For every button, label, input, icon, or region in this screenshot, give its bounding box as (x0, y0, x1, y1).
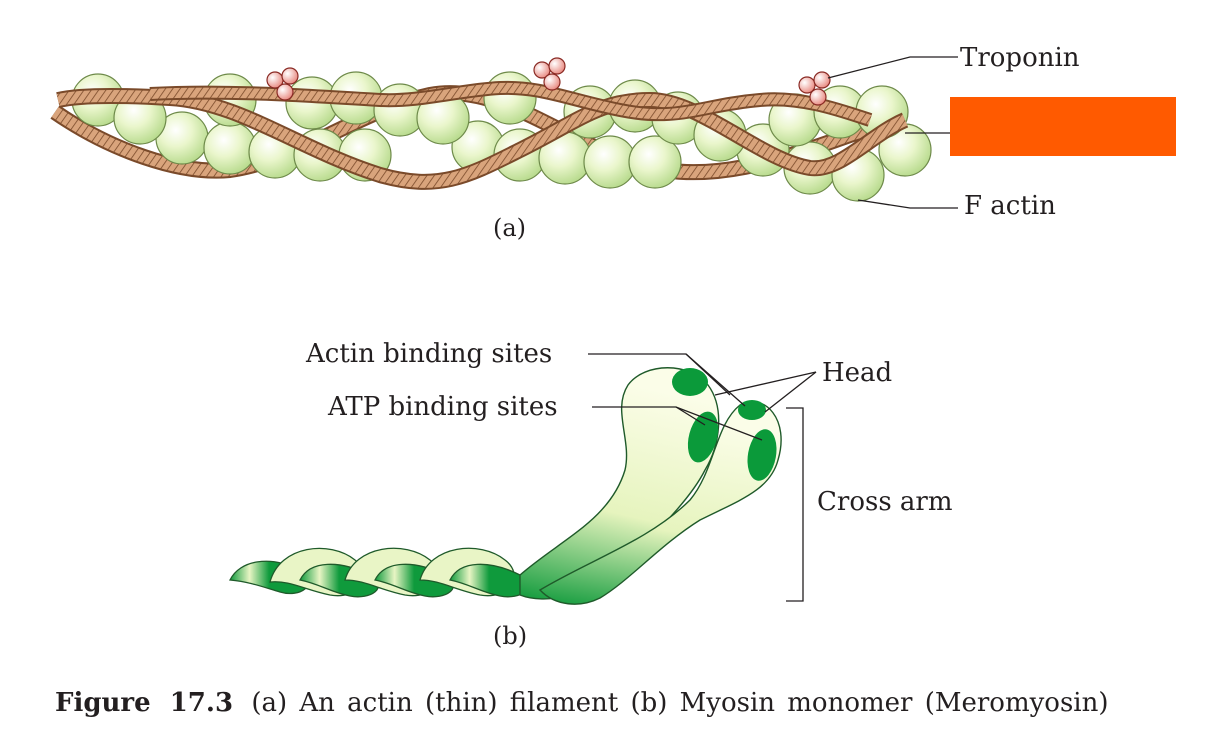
actin-binding-site-1 (672, 368, 708, 396)
actin-binding-site-2 (738, 400, 766, 420)
panel-b-label: (b) (493, 622, 527, 650)
atp-binding-leader-branch (675, 406, 706, 426)
cross-arm-label: Cross arm (817, 487, 953, 517)
atp-binding-site-1 (687, 411, 719, 463)
myosin-monomer (228, 367, 782, 605)
head-label: Head (822, 358, 892, 388)
head-leader-line-1 (714, 371, 817, 396)
cross-arm-bracket (786, 407, 804, 602)
atp-binding-sites-label: ATP binding sites (327, 392, 558, 422)
figure-caption: Figure 17.3 (a) An actin (thin) filament… (55, 688, 1195, 718)
figure-caption-text: (a) An actin (thin) filament (b) Myosin … (251, 688, 1109, 718)
actin-filament (50, 57, 932, 202)
actin-binding-leader-branch (685, 353, 731, 396)
f-actin-label: F actin (964, 191, 1056, 221)
head-leader-line-2 (764, 371, 817, 413)
troponin-complex-1 (266, 67, 299, 101)
atp-binding-site-2 (747, 429, 777, 481)
panel-a-label: (a) (493, 214, 526, 242)
troponin-label: Troponin (960, 43, 1080, 73)
troponin-leader-line (827, 56, 958, 79)
myosin-head-front (538, 401, 782, 605)
actin-binding-sites-label: Actin binding sites (305, 339, 552, 369)
redacted-label-box (950, 97, 1176, 156)
figure-number: Figure 17.3 (55, 688, 234, 718)
myosin-tail (228, 547, 529, 598)
f-actin-leader-line (857, 199, 958, 209)
troponin-complex-3 (798, 71, 831, 106)
troponin-complex-2 (533, 57, 566, 91)
